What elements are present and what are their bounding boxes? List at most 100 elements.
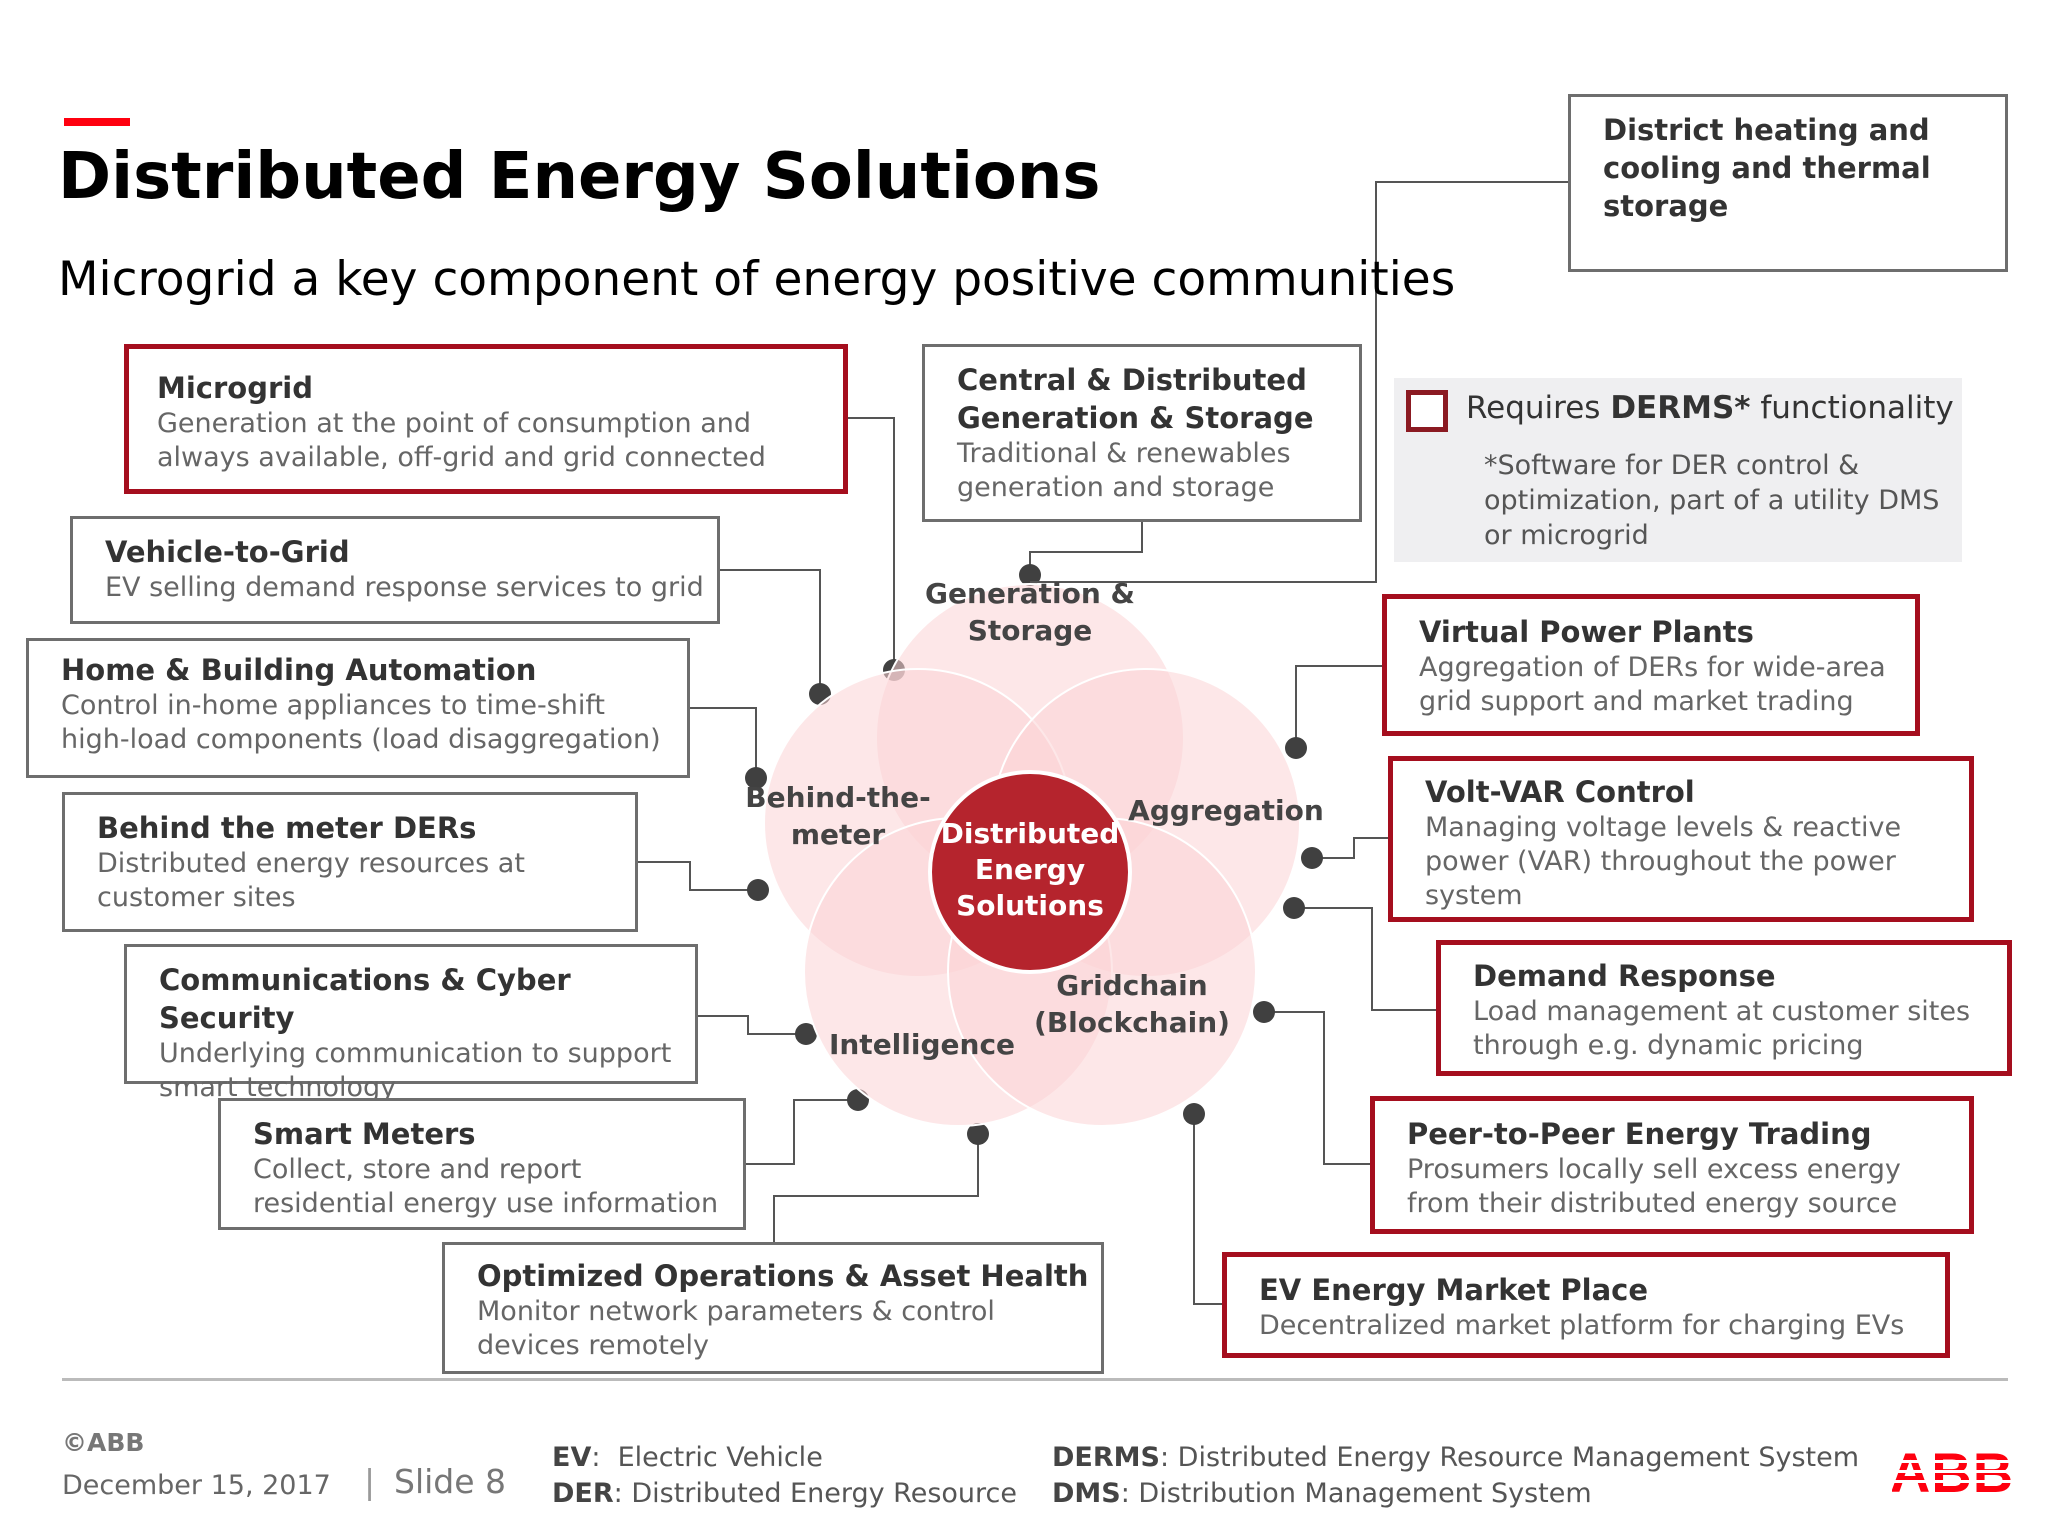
abbr-value: Distributed Energy Resource Management S… — [1177, 1442, 1860, 1473]
box-title: EV Energy Market Place — [1259, 1273, 1649, 1307]
petal-label-line: Generation & — [925, 577, 1135, 610]
connector-home-dot — [745, 767, 767, 789]
connector-smart-meters — [746, 1099, 858, 1165]
box-title: Communications & Cyber Security — [159, 963, 571, 1035]
connector-vpp-dot — [1285, 737, 1307, 759]
box-title: Optimized Operations & Asset Health — [477, 1259, 1089, 1293]
abbr-key: DERMS — [1052, 1442, 1160, 1473]
footer-divider — [62, 1378, 2008, 1381]
derms-legend-swatch — [1406, 390, 1448, 432]
title-accent-bar — [64, 118, 130, 126]
petal-label-line: Intelligence — [828, 1027, 1016, 1061]
connector-v2g — [720, 569, 821, 694]
abbr-derms: DERMS: Distributed Energy Resource Manag… — [1052, 1442, 1860, 1473]
connector-p2p — [1264, 1011, 1370, 1165]
connector-ops — [773, 1134, 979, 1242]
petal-label-intelligence: Intelligence — [802, 1026, 1042, 1063]
legend-suffix: functionality — [1750, 390, 1954, 426]
box-title-line: Generation & Storage — [957, 401, 1314, 435]
legend-prefix: Requires — [1466, 390, 1611, 426]
box-title: Virtual Power Plants — [1419, 615, 1754, 649]
connector-district — [1030, 181, 1568, 583]
box-desc-line: Prosumers locally sell excess energy — [1407, 1154, 1901, 1185]
center-circle — [928, 770, 1132, 974]
derms-legend — [1394, 378, 1962, 562]
abbr-key: DMS — [1052, 1478, 1121, 1509]
box-title-line: cooling and thermal — [1603, 151, 1931, 185]
petal-label-line: (Blockchain) — [1034, 1006, 1230, 1039]
legend-note-line: *Software for DER control & — [1484, 450, 1860, 481]
box-desc-line: Managing voltage levels & reactive — [1425, 812, 1902, 843]
box-desc-line: power (VAR) throughout the power — [1425, 846, 1896, 877]
legend-note-line: or microgrid — [1484, 520, 1649, 551]
box-desc-line: always available, off-grid and grid conn… — [157, 442, 766, 473]
box-desc-line: Monitor network parameters & control — [477, 1296, 995, 1327]
legend-bold: DERMS* — [1610, 390, 1751, 426]
box-desc-line: system — [1425, 880, 1523, 911]
box-title: Volt-VAR Control — [1425, 775, 1695, 809]
connector-comms-dot — [795, 1023, 817, 1045]
footer-separator: | — [364, 1462, 376, 1501]
box-district: District heating and cooling and thermal s… — [1568, 94, 2008, 272]
box-desc-line: high-load components (load disaggregatio… — [61, 724, 661, 755]
footer-slide-number: Slide 8 — [394, 1462, 507, 1501]
box-title-line: storage — [1603, 189, 1729, 223]
connector-p2p-dot — [1253, 1001, 1275, 1023]
center-label-line: Distributed — [940, 817, 1120, 850]
box-title: Peer-to-Peer Energy Trading — [1407, 1117, 1872, 1151]
connector-voltvar — [1312, 837, 1388, 859]
abbr-value: Distributed Energy Resource — [631, 1478, 1017, 1509]
petal-label-line: Behind-the- — [745, 781, 931, 814]
page-title: Distributed Energy Solutions — [58, 140, 1101, 214]
connector-central-gen — [1029, 522, 1143, 575]
box-title: Demand Response — [1473, 959, 1776, 993]
box-desc-line: from their distributed energy source — [1407, 1188, 1898, 1219]
abbr-value: Distribution Management System — [1138, 1478, 1592, 1509]
box-desc-line: Decentralized market platform for chargi… — [1259, 1310, 1905, 1341]
box-desc-line: smart technology — [159, 1072, 397, 1103]
center-label-line: Energy — [974, 853, 1086, 886]
box-desc-line: Distributed energy resources at — [97, 848, 525, 879]
connector-vpp — [1295, 665, 1382, 748]
petal-label-line: meter — [790, 818, 886, 851]
abbr-key: EV — [552, 1442, 592, 1473]
box-title: Home & Building Automation — [61, 653, 537, 687]
petal-label-line: Aggregation — [1128, 793, 1324, 827]
petal-label-line: Storage — [967, 614, 1093, 647]
petal-label-generation: Generation & Storage — [910, 575, 1150, 649]
box-title: Microgrid — [157, 371, 313, 405]
box-desc-line: residential energy use information — [253, 1188, 719, 1219]
petal-label-aggregation: Aggregation — [1106, 792, 1346, 829]
connector-microgrid — [848, 417, 895, 670]
box-title-line: District heating and — [1603, 113, 1930, 147]
connector-voltvar-dot — [1301, 847, 1323, 869]
box-desc-line: Underlying communication to support — [159, 1038, 672, 1069]
box-desc-line: Collect, store and report — [253, 1154, 582, 1185]
connector-comms — [698, 1015, 806, 1035]
footer-copyright: ©ABB — [62, 1428, 145, 1457]
page-subtitle: Microgrid a key component of energy posi… — [58, 252, 1456, 307]
petal-label-gridchain: Gridchain (Blockchain) — [1012, 967, 1252, 1041]
petal-label-line: Gridchain — [1056, 969, 1208, 1002]
box-desc-line: grid support and market trading — [1419, 686, 1854, 717]
connector-btm-dot — [747, 879, 769, 901]
connector-ops-dot — [967, 1123, 989, 1145]
box-desc-line: Load management at customer sites — [1473, 996, 1971, 1027]
box-title: Vehicle-to-Grid — [105, 535, 350, 569]
center-label-line: Solutions — [956, 889, 1104, 922]
connector-dr-dot — [1283, 897, 1305, 919]
